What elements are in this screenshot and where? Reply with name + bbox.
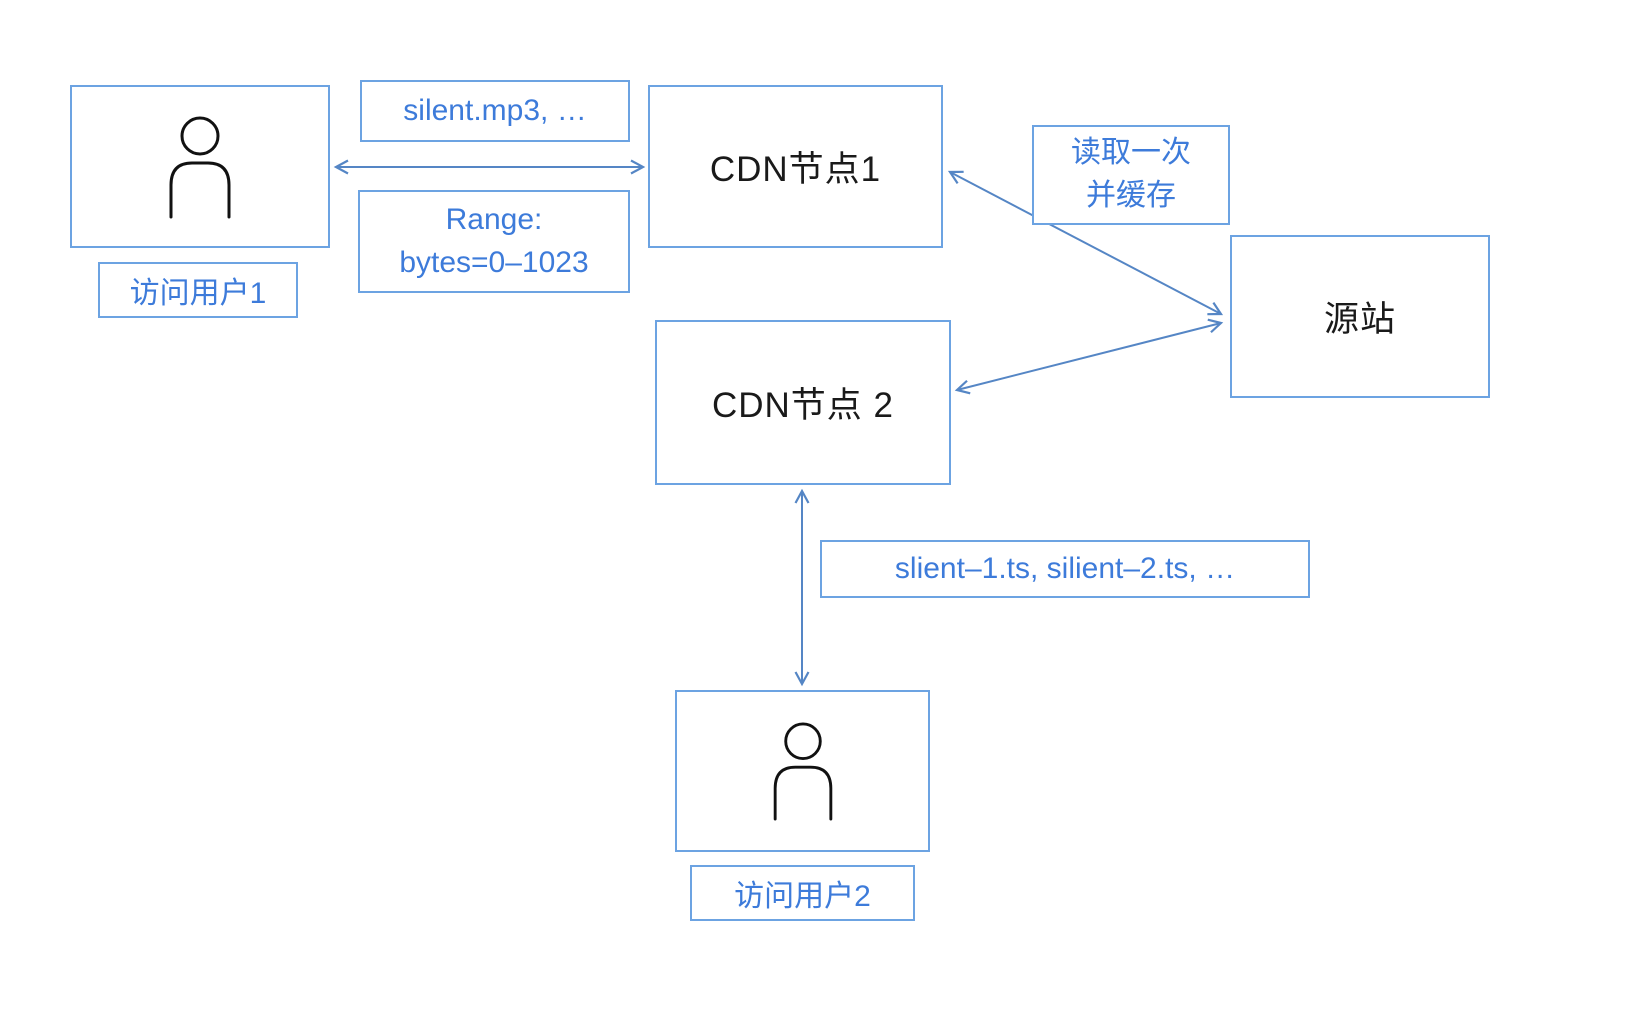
node-user2-caption: 访问用户2 [690, 865, 915, 921]
edge-label-ts-segments: slient–1.ts, silient–2.ts, … [820, 540, 1310, 598]
node-cdn1-label: CDN节点1 [709, 150, 882, 189]
node-user2-caption-text: 访问用户2 [734, 880, 871, 913]
edge-label-range-line2: bytes=0–1023 [399, 245, 589, 279]
node-cdn2-box: CDN节点 2 [655, 320, 951, 485]
edge-label-ts-segments-text: slient–1.ts, silient–2.ts, … [894, 552, 1236, 585]
edge-label-range: Range: bytes=0–1023 [358, 190, 630, 293]
node-origin-box: 源站 [1230, 235, 1490, 398]
edge-label-cache-note-line2: 并缓存 [1086, 179, 1176, 212]
node-cdn2-label: CDN节点 2 [711, 386, 895, 425]
edge-label-file-request-text: silent.mp3, … [403, 94, 587, 127]
node-user1-caption: 访问用户1 [98, 262, 298, 318]
edge-label-file-request: silent.mp3, … [360, 80, 630, 142]
node-cdn1-box: CDN节点1 [648, 85, 943, 248]
edge-label-cache-note-line1: 读取一次 [1071, 136, 1191, 170]
node-user1-caption-text: 访问用户1 [129, 277, 267, 310]
node-origin-label: 源站 [1323, 300, 1396, 339]
edge-label-cache-note: 读取一次 并缓存 [1032, 125, 1230, 225]
node-user2-box [675, 690, 930, 852]
user-icon [150, 109, 250, 225]
arrow-cdn2-origin [954, 318, 1224, 395]
edge-label-range-line1: Range: [445, 202, 543, 236]
user-icon [755, 714, 851, 828]
node-user1-box [70, 85, 330, 248]
